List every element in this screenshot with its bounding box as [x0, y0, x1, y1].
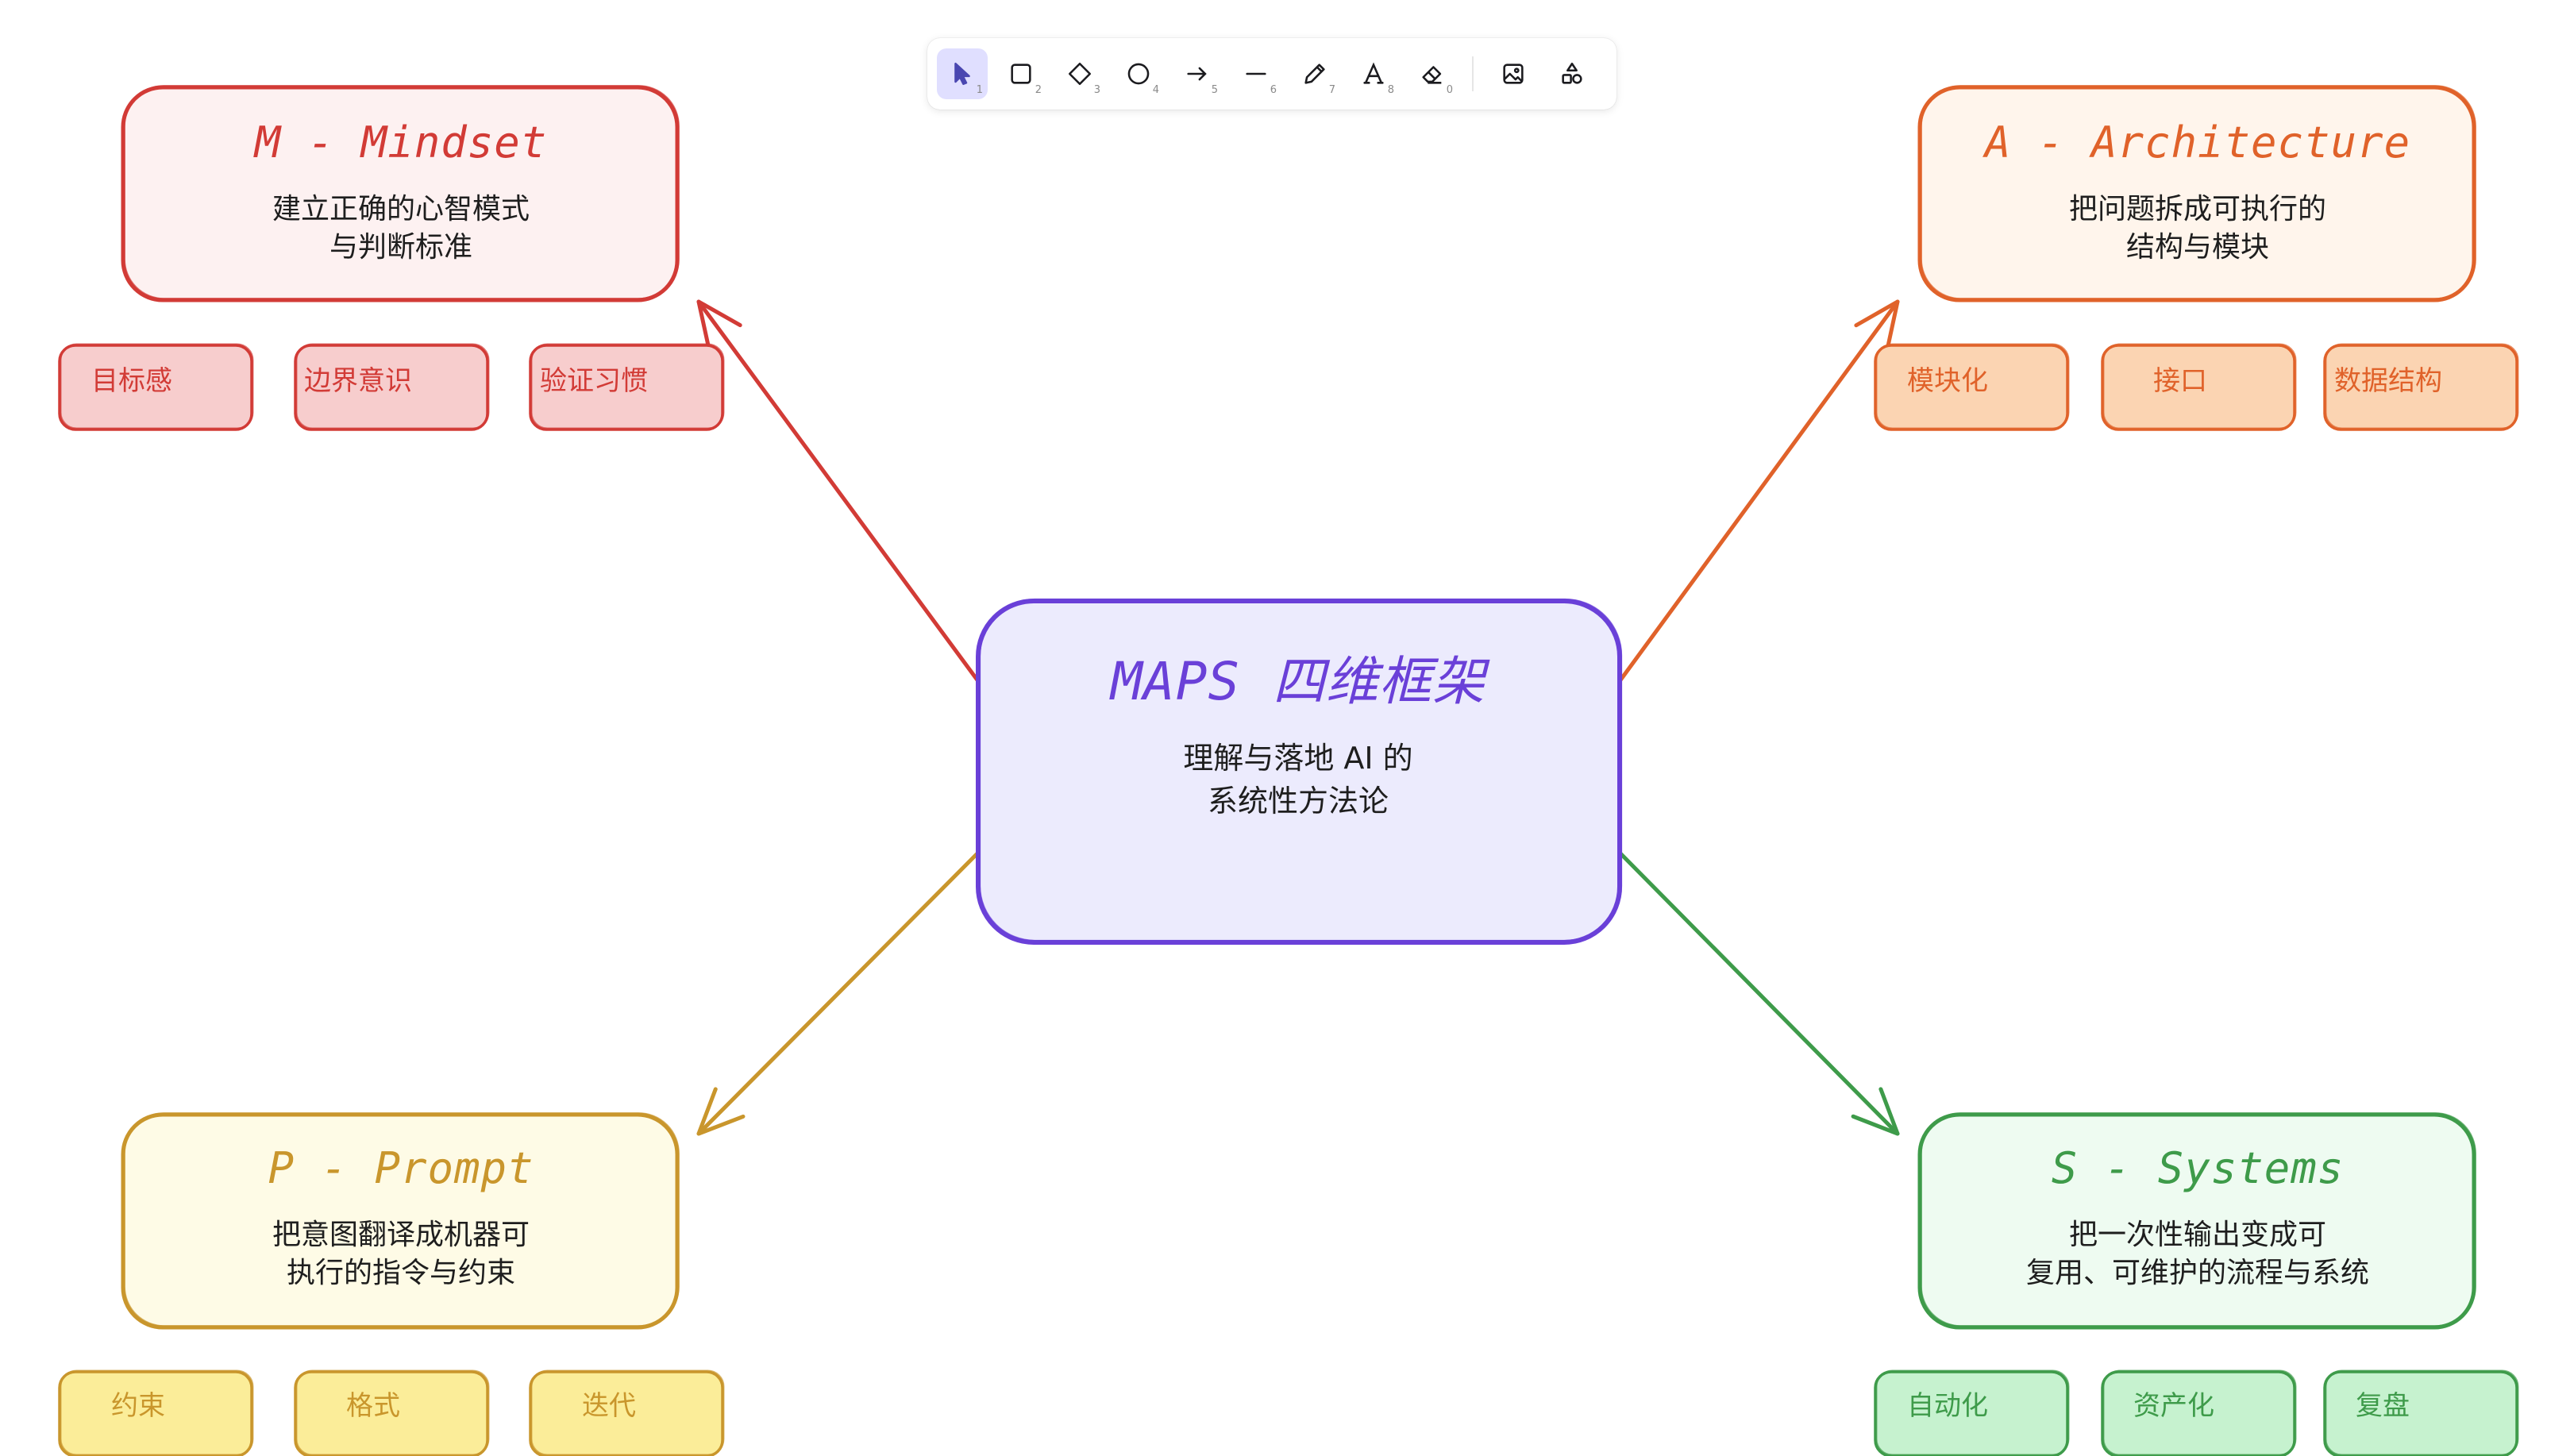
mindset-chip-2[interactable]	[529, 344, 724, 431]
selection-tool[interactable]: 1	[937, 48, 988, 99]
architecture-chip-data-structure[interactable]: 数据结构	[2334, 365, 2442, 397]
architecture-node[interactable]	[1917, 85, 2476, 302]
systems-chip-2-sketch	[2325, 1369, 2519, 1456]
cursor-icon	[954, 62, 970, 86]
architecture-title[interactable]: A - Architecture	[1984, 117, 2411, 168]
text-icon	[1363, 62, 1384, 84]
eraser-icon	[1422, 66, 1442, 84]
diamond-icon	[1068, 62, 1092, 86]
center-node-sketch	[977, 598, 1623, 943]
prompt-description[interactable]: 把意图翻译成机器可 执行的指令与约束	[272, 1219, 530, 1289]
systems-chip-0[interactable]	[1874, 1370, 2069, 1456]
line-icon	[1246, 72, 1266, 75]
tool-shortcut: 1	[976, 84, 983, 96]
architecture-chip-modular[interactable]: 模块化	[1907, 365, 1988, 397]
arrow-tool[interactable]: 5	[1172, 48, 1223, 99]
arrow-to-mindset[interactable]	[696, 299, 981, 684]
prompt-chip-2-sketch	[530, 1369, 725, 1456]
tool-shortcut: 7	[1328, 84, 1335, 96]
tool-shortcut: 8	[1387, 84, 1394, 96]
architecture-chip-0-sketch	[1875, 343, 2070, 429]
prompt-node-sketch	[123, 1112, 680, 1327]
mindset-chip-verification[interactable]: 验证习惯	[540, 365, 648, 397]
tool-shortcut: 3	[1093, 84, 1100, 96]
architecture-node-sketch	[1920, 85, 2476, 300]
ellipse-icon	[1127, 63, 1150, 85]
prompt-chip-0-sketch	[60, 1369, 254, 1456]
arrow-to-systems[interactable]	[1617, 850, 1900, 1136]
diamond-tool[interactable]: 3	[1054, 48, 1105, 99]
systems-description[interactable]: 把一次性输出变成可 复用、可维护的流程与系统	[2025, 1219, 2369, 1289]
mindset-chip-0-sketch	[60, 343, 254, 429]
prompt-chip-iterate[interactable]: 迭代	[582, 1390, 636, 1422]
systems-title[interactable]: S - Systems	[2051, 1143, 2345, 1193]
tool-shortcut: 2	[1035, 84, 1042, 96]
rectangle-tool[interactable]: 2	[996, 48, 1046, 99]
systems-chip-automation[interactable]: 自动化	[1907, 1390, 1988, 1422]
arrow-icon	[1187, 67, 1207, 81]
rectangle-icon	[1011, 64, 1031, 84]
mindset-chip-0[interactable]	[58, 344, 253, 431]
ellipse-tool[interactable]: 4	[1113, 48, 1164, 99]
arrow-to-prompt[interactable]	[696, 850, 981, 1136]
connector-layer	[696, 299, 1900, 1136]
mindset-description[interactable]: 建立正确的心智模式 与判断标准	[272, 193, 530, 264]
architecture-chip-1-sketch	[2102, 343, 2297, 429]
tool-shortcut: 6	[1270, 84, 1277, 96]
systems-chip-0-sketch	[1875, 1369, 2070, 1456]
architecture-chip-2-sketch	[2325, 343, 2519, 429]
tool-shortcut: 5	[1211, 84, 1218, 96]
mindset-chip-boundary[interactable]: 边界意识	[304, 365, 412, 397]
architecture-chip-2[interactable]	[2323, 344, 2518, 431]
systems-node-sketch	[1920, 1112, 2476, 1327]
systems-node[interactable]	[1917, 1112, 2476, 1330]
mindset-node[interactable]	[121, 85, 680, 302]
systems-chip-retrospective[interactable]: 复盘	[2356, 1390, 2410, 1422]
systems-chip-1-sketch	[2102, 1369, 2297, 1456]
prompt-node[interactable]	[121, 1112, 680, 1330]
prompt-chip-2[interactable]	[529, 1370, 724, 1456]
toolbar: 1 2 3 4 5 6 7	[927, 38, 1616, 110]
prompt-title[interactable]: P - Prompt	[268, 1143, 534, 1193]
architecture-chip-1[interactable]	[2101, 344, 2296, 431]
mindset-chip-goal[interactable]: 目标感	[91, 365, 172, 397]
mindset-chip-2-sketch	[530, 343, 725, 429]
library-tool[interactable]	[1547, 48, 1597, 99]
eraser-tool[interactable]: 0	[1407, 48, 1458, 99]
systems-chip-1[interactable]	[2101, 1370, 2296, 1456]
prompt-chip-constraint[interactable]: 约束	[111, 1390, 165, 1422]
prompt-chip-format[interactable]: 格式	[346, 1390, 400, 1422]
mindset-chip-1-sketch	[295, 343, 490, 429]
shapes-icon	[1562, 62, 1582, 84]
text-tool[interactable]: 8	[1348, 48, 1399, 99]
image-icon	[1503, 64, 1524, 84]
pencil-icon	[1304, 64, 1325, 84]
prompt-chip-1[interactable]	[294, 1370, 489, 1456]
mindset-title[interactable]: M - Mindset	[254, 117, 548, 168]
arrow-to-architecture[interactable]	[1617, 299, 1900, 684]
architecture-description[interactable]: 把问题拆成可执行的 结构与模块	[2068, 193, 2326, 264]
mindset-chip-1[interactable]	[294, 344, 489, 431]
tool-shortcut: 4	[1152, 84, 1159, 96]
systems-chip-2[interactable]	[2323, 1370, 2518, 1456]
systems-chip-assetize[interactable]: 资产化	[2133, 1390, 2214, 1422]
shape-layer	[58, 85, 2519, 1456]
prompt-chip-1-sketch	[295, 1369, 490, 1456]
toolbar-divider	[1472, 56, 1474, 91]
tool-shortcut: 0	[1446, 84, 1453, 96]
mindset-node-sketch	[123, 85, 680, 300]
draw-tool[interactable]: 7	[1289, 48, 1340, 99]
center-description[interactable]: 理解与落地 AI 的 系统性方法论	[1183, 741, 1413, 819]
line-tool[interactable]: 6	[1231, 48, 1281, 99]
insert-image-tool[interactable]	[1488, 48, 1539, 99]
architecture-chip-interface[interactable]: 接口	[2153, 365, 2207, 397]
architecture-chip-0[interactable]	[1874, 344, 2069, 431]
prompt-chip-0[interactable]	[58, 1370, 253, 1456]
center-title[interactable]: MAPS 四维框架	[1111, 651, 1485, 712]
